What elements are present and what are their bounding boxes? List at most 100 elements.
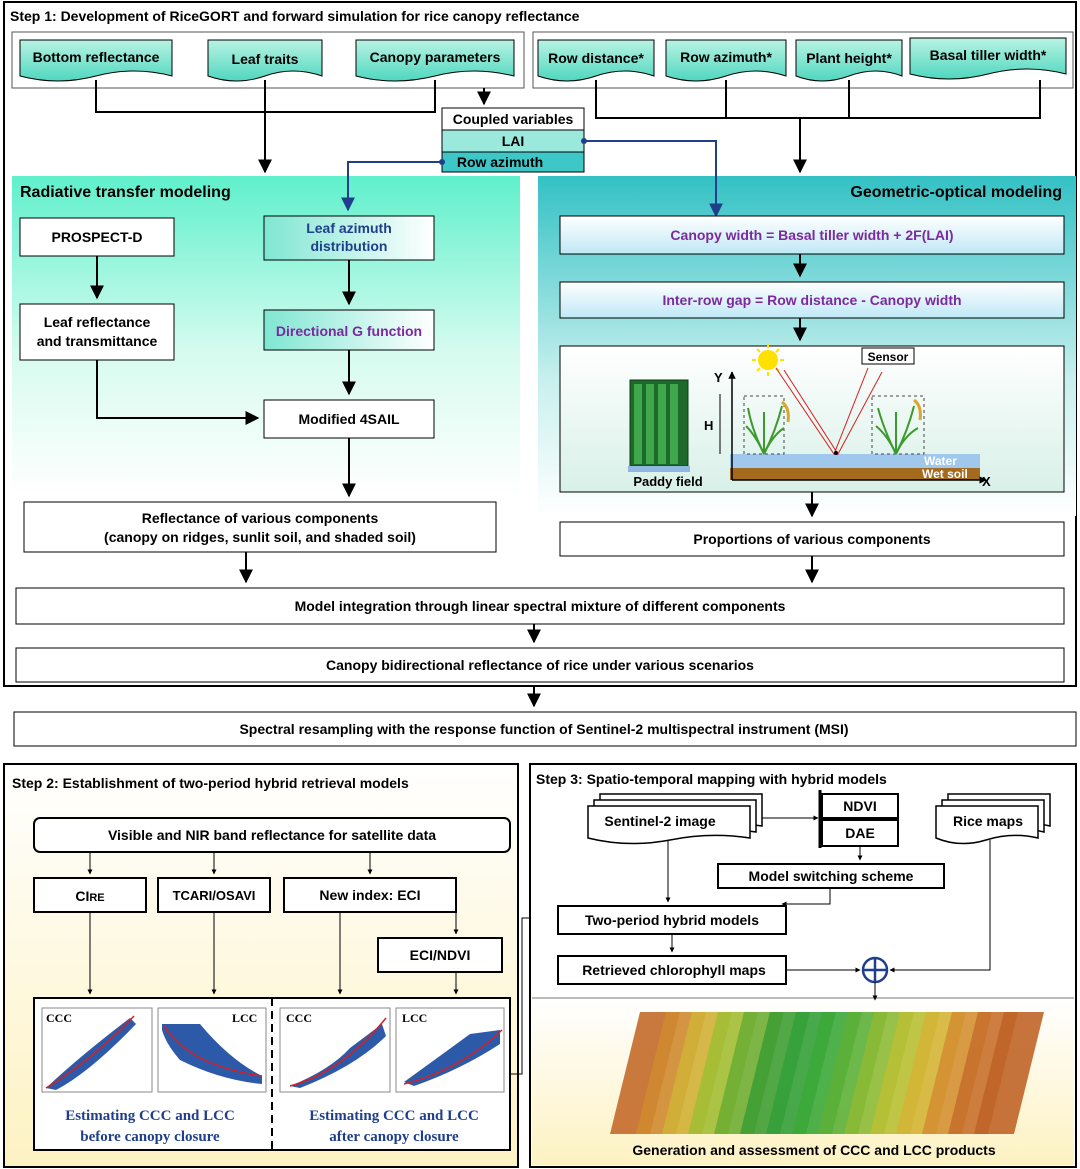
row-distance-label: Row distance*	[548, 50, 644, 66]
prospect-d-box	[19, 217, 175, 257]
ray-path-2	[783, 369, 883, 455]
wet-soil-layer	[730, 468, 980, 480]
lai-dot	[581, 138, 587, 144]
before-closure-line1: Estimating CCC and LCC	[65, 1108, 235, 1124]
proportions-label: Proportions of various components	[693, 531, 930, 547]
canopy-box-left	[743, 395, 785, 455]
arrow-switching-hybrid	[781, 888, 831, 907]
row-azimuth-dot	[439, 159, 445, 165]
plot-lcc-before: LCC	[157, 1007, 267, 1093]
reflection-point	[834, 451, 838, 455]
ci-re-label: CIRE	[75, 888, 104, 904]
row-azimuth-input-label: Row azimuth*	[680, 49, 772, 65]
plot1-label: CCC	[46, 1011, 72, 1025]
connector-left-inputs	[95, 80, 265, 113]
basal-tiller-width-label: Basal tiller width*	[930, 47, 1047, 63]
reflectance-components-line1: Reflectance of various components	[142, 510, 379, 526]
sensor-label: Sensor	[868, 350, 909, 364]
plot-lcc-after: LCC	[395, 1007, 505, 1093]
canopy-width-label: Canopy width = Basal tiller width + 2F(L…	[670, 227, 953, 243]
paddy-field-label: Paddy field	[633, 474, 702, 489]
step3-title: Step 3: Spatio-temporal mapping with hyb…	[536, 771, 887, 787]
model-integration-box	[15, 587, 1065, 625]
bidirectional-box	[15, 647, 1065, 683]
eci-ndvi-label: ECI/NDVI	[410, 947, 471, 963]
after-closure-line2: after canopy closure	[329, 1129, 459, 1145]
ndvi-box	[821, 793, 899, 819]
ci-main: CI	[75, 888, 89, 904]
eci-ndvi-box	[377, 937, 503, 973]
leaf-azimuth-line2: distribution	[311, 238, 388, 254]
row-azimuth-coupled-label: Row azimuth	[457, 154, 543, 170]
retrieved-chlorophyll-box	[557, 955, 787, 985]
rice-grain-right	[913, 398, 922, 421]
visnir-box	[33, 817, 511, 853]
plot4-label: LCC	[402, 1011, 427, 1025]
prospect-d-label: PROSPECT-D	[51, 229, 142, 245]
lai-to-canopy-width	[584, 140, 723, 218]
plant-height-box	[795, 39, 903, 82]
row-azimuth-input-box	[665, 39, 787, 82]
paddy-field-illustration: Paddy field	[628, 379, 703, 489]
eci-label: New index: ECI	[319, 887, 420, 903]
tcari-osavi-box	[157, 877, 271, 913]
two-period-hybrid-label: Two-period hybrid models	[585, 912, 759, 928]
model-switching-label: Model switching scheme	[749, 868, 914, 884]
bottom-reflectance-label: Bottom reflectance	[33, 49, 160, 65]
wet-soil-label: Wet soil	[922, 467, 968, 481]
reflectance-components-line2: (canopy on ridges, sunlit soil, and shad…	[104, 529, 416, 545]
lai-label: LAI	[502, 133, 525, 149]
go-panel-title: Geometric-optical modeling	[850, 184, 1062, 201]
bidirectional-label: Canopy bidirectional reflectance of rice…	[326, 657, 754, 673]
before-closure-line2: before canopy closure	[80, 1129, 220, 1145]
rice-plant-right	[875, 405, 919, 455]
row-distance-box	[537, 39, 655, 82]
row-azimuth-to-leaf-azimuth	[341, 161, 442, 212]
plot-ccc-after: CCC	[279, 1007, 391, 1093]
arrow-leafrt-sail	[96, 360, 260, 425]
canopy-box-right	[871, 395, 925, 455]
y-axis-label: Y	[714, 370, 723, 385]
modified-4sail-box	[263, 399, 435, 439]
plot3-label: CCC	[286, 1011, 312, 1025]
leaf-traits-box	[207, 39, 323, 82]
modified-4sail-label: Modified 4SAIL	[298, 411, 400, 427]
two-period-hybrid-box	[557, 905, 787, 935]
leaf-reflectance-line1: Leaf reflectance	[44, 314, 151, 330]
model-switching-box	[717, 863, 945, 889]
dae-label: DAE	[845, 825, 875, 841]
coupled-variables-title: Coupled variables	[453, 111, 574, 127]
water-layer	[730, 454, 980, 468]
arrow-ricemaps-combine	[889, 840, 991, 973]
resampling-box	[13, 711, 1077, 747]
product-map-stack	[610, 1012, 1044, 1134]
after-closure-line1: Estimating CCC and LCC	[309, 1108, 479, 1124]
resampling-label: Spectral resampling with the response fu…	[239, 721, 848, 737]
plot-ccc-before: CCC	[41, 1007, 153, 1093]
water-label: Water	[924, 454, 957, 468]
plant-height-label: Plant height*	[806, 50, 892, 66]
connector-canopy	[265, 80, 436, 113]
visnir-label: Visible and NIR band reflectance for sat…	[108, 827, 436, 843]
ndvi-label: NDVI	[843, 798, 876, 814]
bottom-reflectance-box	[19, 39, 173, 82]
leaf-reflectance-line2: and transmittance	[37, 333, 158, 349]
sentinel-image-doc: Sentinel-2 image	[587, 793, 763, 845]
retrieved-chlorophyll-label: Retrieved chlorophyll maps	[582, 962, 766, 978]
sensor-box	[861, 347, 915, 365]
tcari-osavi-label: TCARI/OSAVI	[173, 888, 256, 903]
connector-right-inputs	[595, 80, 1041, 119]
canopy-parameters-box	[355, 39, 515, 82]
rice-maps-doc: Rice maps	[935, 793, 1051, 845]
proportions-box	[559, 521, 1065, 557]
inter-row-gap-label: Inter-row gap = Row distance - Canopy wi…	[662, 292, 961, 308]
ray-path-1	[775, 367, 869, 456]
products-label: Generation and assessment of CCC and LCC…	[632, 1142, 995, 1158]
model-integration-label: Model integration through linear spectra…	[295, 598, 786, 614]
sentinel-image-label: Sentinel-2 image	[604, 813, 715, 829]
dae-box	[821, 819, 899, 847]
reflectance-components-box	[23, 501, 497, 553]
rt-panel-title: Radiative transfer modeling	[20, 184, 231, 201]
